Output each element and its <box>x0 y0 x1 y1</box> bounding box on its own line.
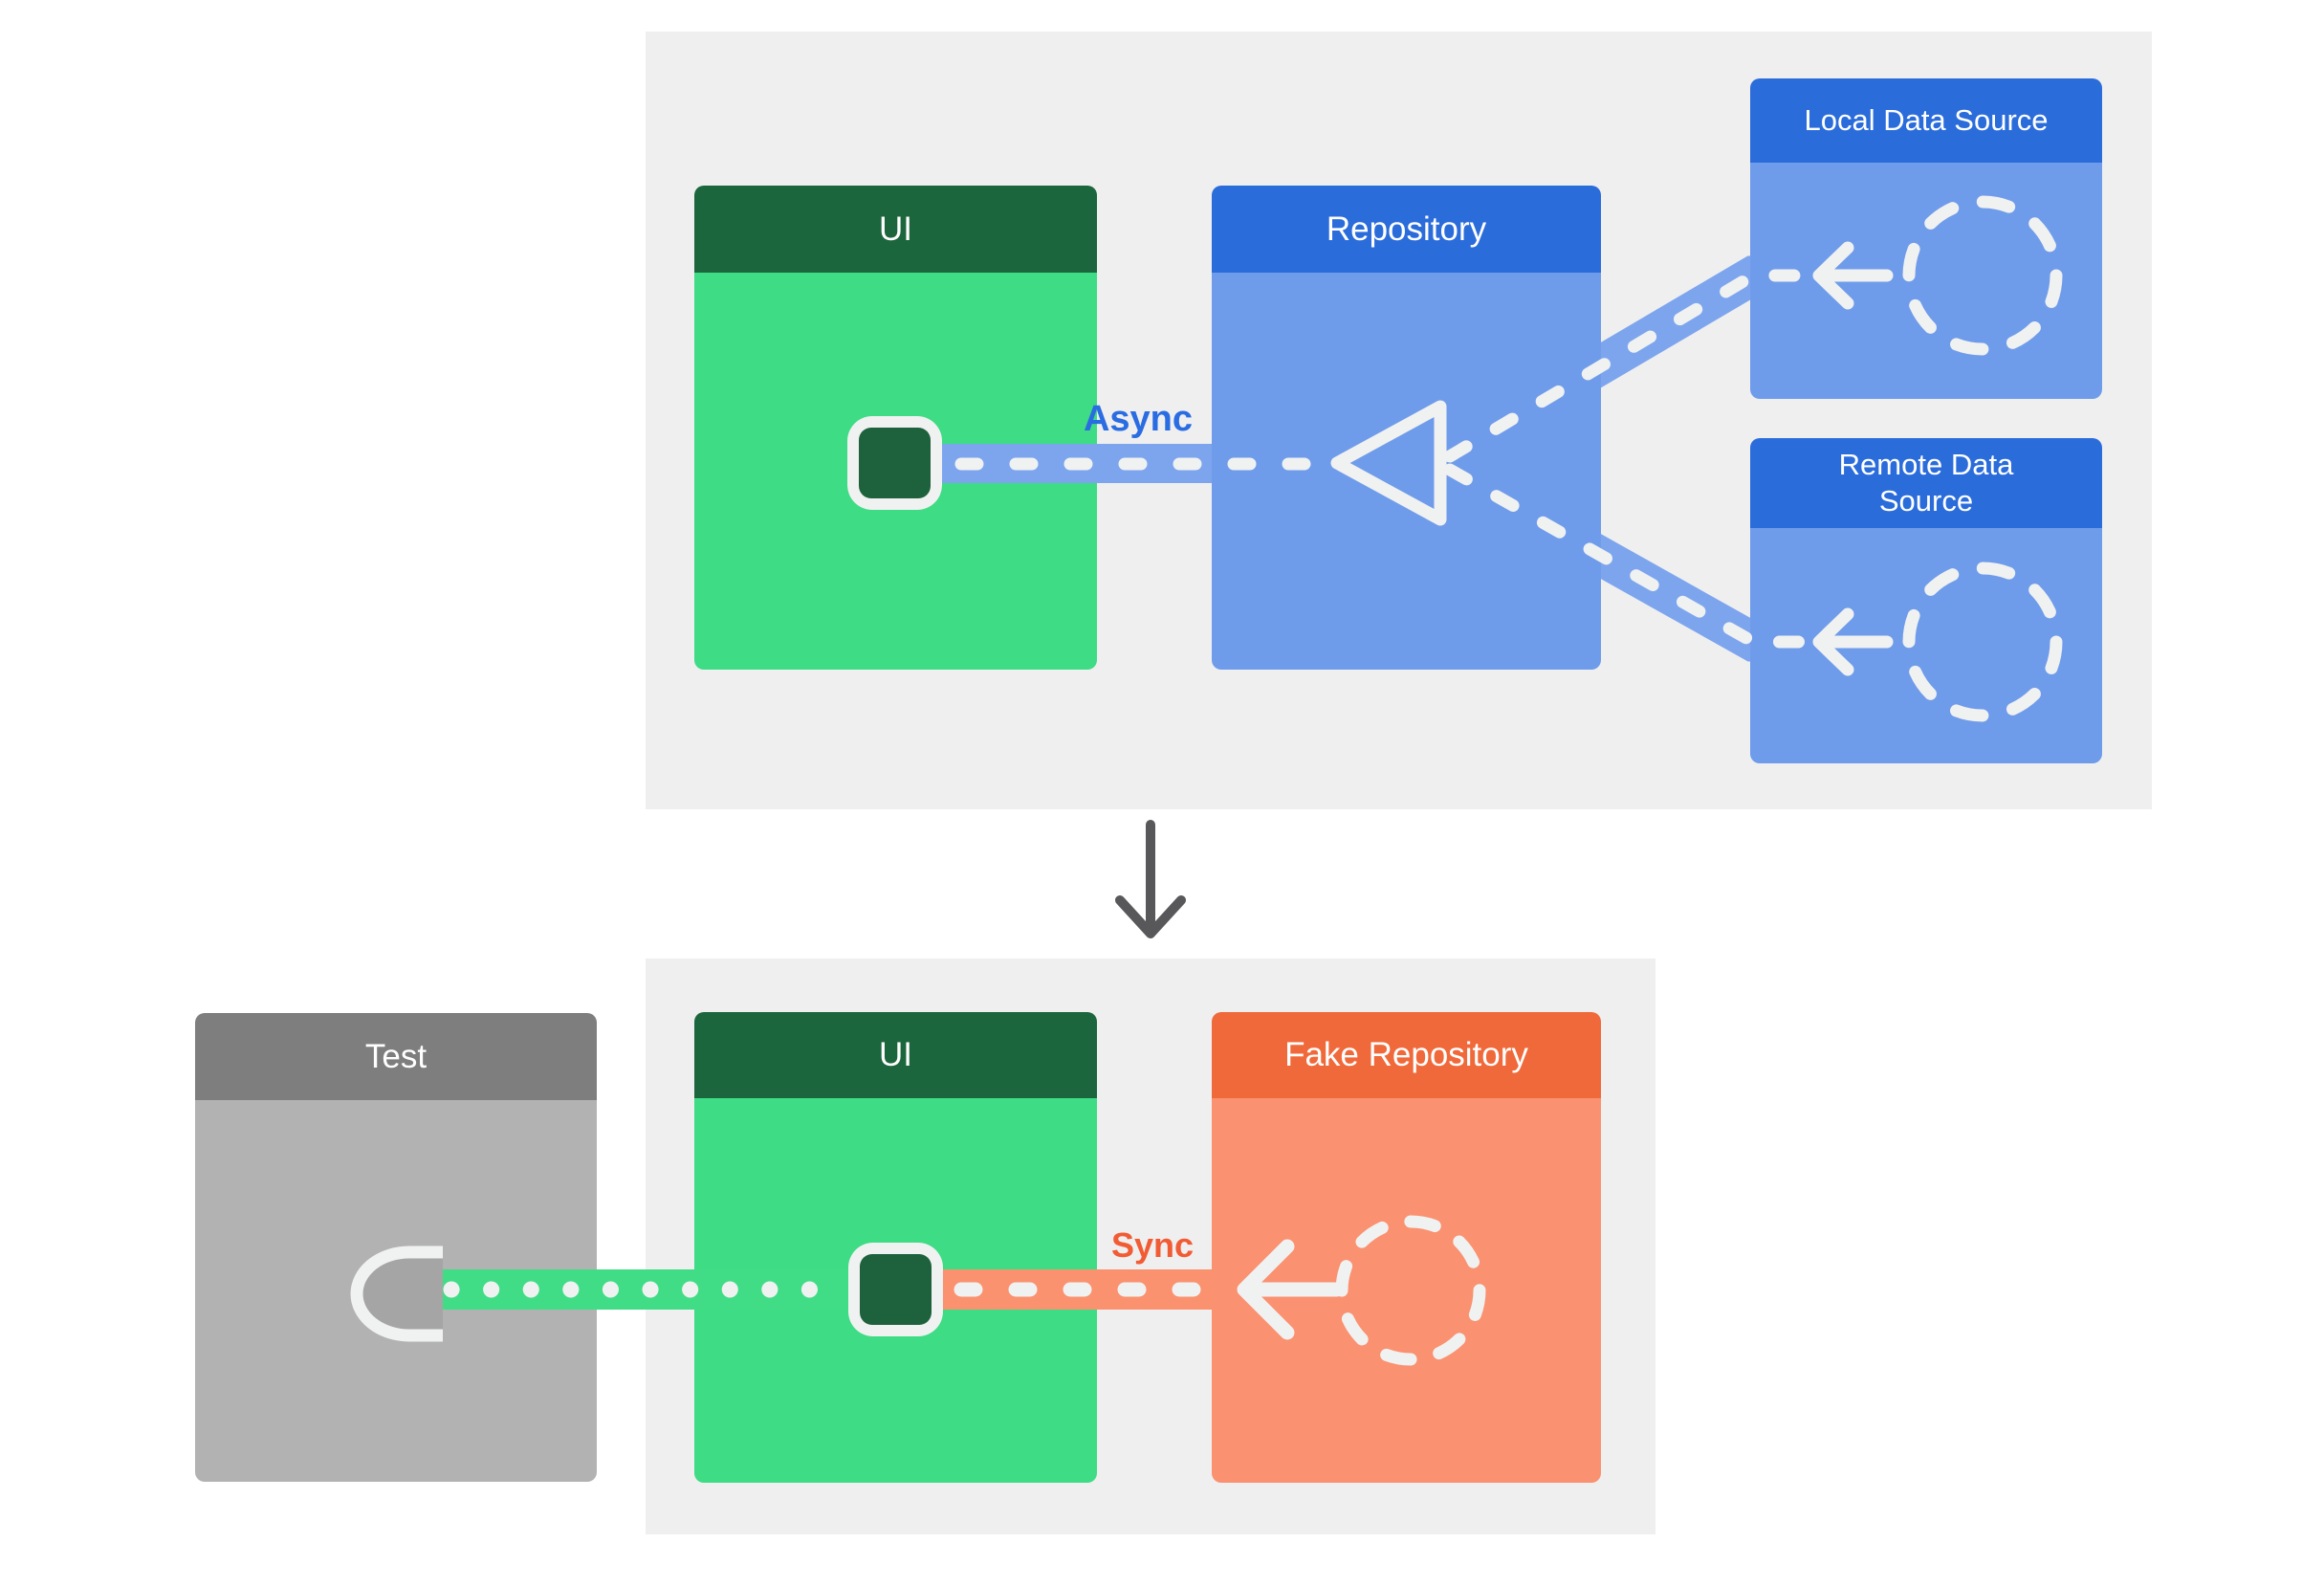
ui-chip-screen-top <box>859 428 931 498</box>
ui-box-top-title: UI <box>879 209 912 248</box>
ui-box-bottom-header: UI <box>694 1012 1097 1098</box>
local-data-source-header: Local Data Source <box>1750 78 2102 163</box>
ui-chip-icon-top <box>847 416 942 510</box>
repository-box-header: Repository <box>1212 186 1601 273</box>
fake-repository-title: Fake Repository <box>1284 1036 1528 1073</box>
test-box: Test <box>195 1013 597 1482</box>
remote-data-source-body <box>1750 528 2102 763</box>
remote-data-source-header: Remote Data Source <box>1750 438 2102 528</box>
ui-chip-screen-bottom <box>860 1254 932 1325</box>
fake-repository-box: Fake Repository <box>1212 1012 1601 1483</box>
repository-box-title: Repository <box>1326 209 1487 248</box>
ui-box-top-header: UI <box>694 186 1097 273</box>
test-box-body <box>195 1100 597 1482</box>
test-box-header: Test <box>195 1013 597 1100</box>
ui-box-bottom-title: UI <box>879 1036 912 1073</box>
sync-label: Sync <box>1110 1225 1194 1265</box>
repository-box-body <box>1212 273 1601 670</box>
repository-box: Repository <box>1212 186 1601 670</box>
ui-chip-icon-bottom <box>848 1243 943 1336</box>
test-box-title: Test <box>364 1037 428 1075</box>
async-label: Async <box>1083 399 1193 439</box>
down-arrow-icon <box>1115 820 1186 938</box>
fake-repository-body <box>1212 1098 1601 1483</box>
local-data-source-body <box>1750 163 2102 399</box>
local-data-source-box: Local Data Source <box>1750 78 2102 399</box>
fake-repository-header: Fake Repository <box>1212 1012 1601 1098</box>
remote-data-source-box: Remote Data Source <box>1750 438 2102 763</box>
local-data-source-title: Local Data Source <box>1804 103 2049 137</box>
remote-data-source-title: Remote Data Source <box>1838 448 2014 518</box>
